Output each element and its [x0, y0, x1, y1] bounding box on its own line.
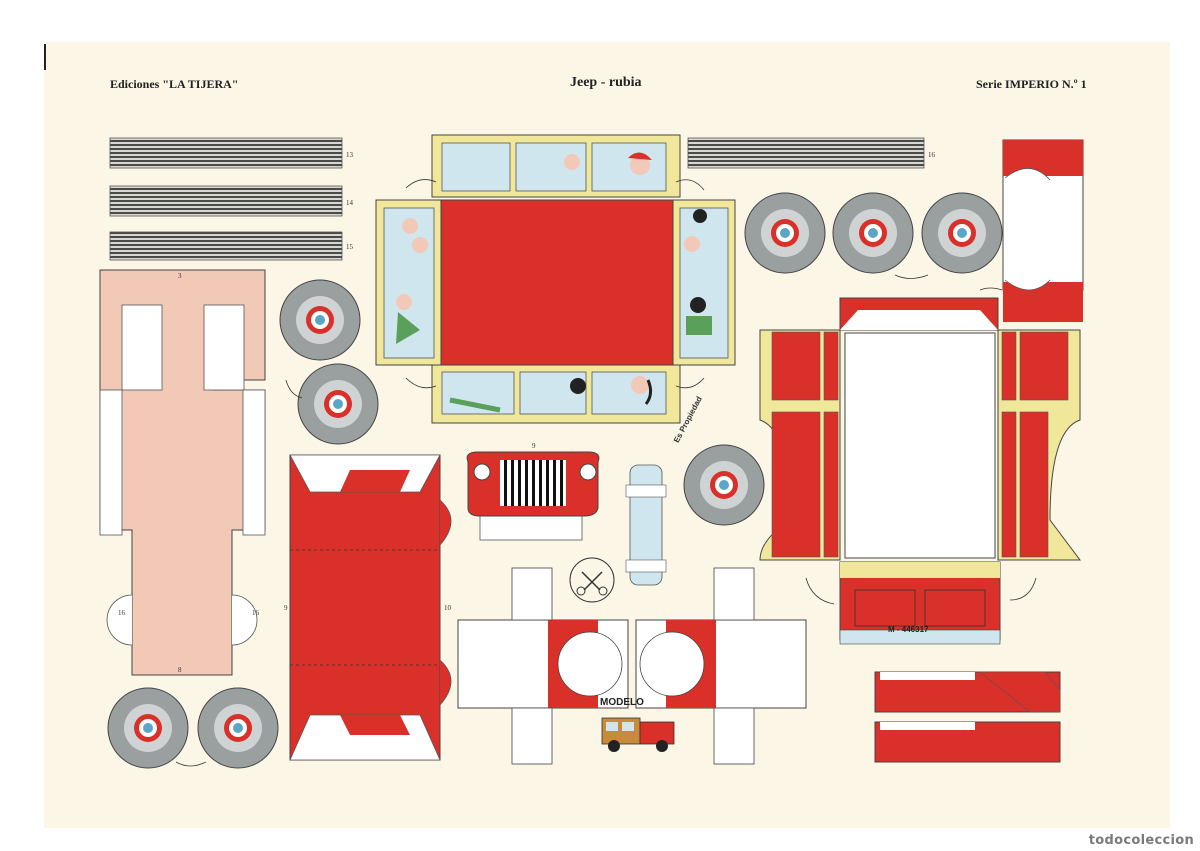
tire-strip-16: 16: [687, 137, 936, 169]
number-label: 13: [346, 151, 354, 159]
wheel-3: [744, 192, 826, 274]
number-label: 16: [252, 609, 260, 617]
number-label: 9: [284, 604, 288, 612]
publisher-stamp: [569, 557, 615, 603]
grille-piece: 9: [466, 442, 600, 541]
number-label: 9: [532, 442, 536, 450]
number-label: 8: [178, 666, 182, 674]
fender-strip-12: [874, 721, 1061, 763]
wheel-7: [107, 687, 189, 769]
number-label: 14: [346, 199, 354, 207]
tire-strip-13: 13: [109, 137, 354, 169]
seat-piece-13: [457, 567, 629, 765]
number-label: 10: [444, 604, 452, 612]
series-label: Serie IMPERIO N.º 1: [976, 77, 1087, 91]
tire-strip-14: 14: [109, 185, 354, 217]
side-panel-piece: [1002, 139, 1084, 322]
wheel-4: [832, 192, 914, 274]
number-label: 15: [346, 243, 354, 251]
tire-strip-15: 15: [109, 231, 354, 261]
wheel-6: [683, 444, 765, 526]
spare-tire-piece: [625, 464, 667, 586]
seat-piece-14: [635, 567, 807, 765]
publisher-label: Ediciones "LA TIJERA": [110, 77, 239, 91]
model-label: MODELO: [600, 697, 644, 708]
model-jeep-illustration: [601, 717, 675, 752]
license-plate: M - 446317: [888, 625, 929, 634]
watermark: todocoleccion: [1088, 833, 1194, 848]
wheel-1: [279, 279, 361, 361]
number-label: 16: [118, 609, 126, 617]
number-label: 16: [928, 151, 936, 159]
chassis-piece: 3 8 16 16: [99, 269, 266, 676]
number-label: 3: [178, 272, 182, 280]
rear-body-piece: [759, 297, 1081, 645]
fender-strip-11: [874, 671, 1061, 713]
cabin-piece: [375, 134, 736, 424]
hood-piece: 9 10: [284, 454, 452, 761]
wheel-2: [297, 363, 379, 445]
wheel-5: [921, 192, 1003, 274]
sheet-title: Jeep - rubia: [570, 75, 642, 90]
wheel-8: [197, 687, 279, 769]
